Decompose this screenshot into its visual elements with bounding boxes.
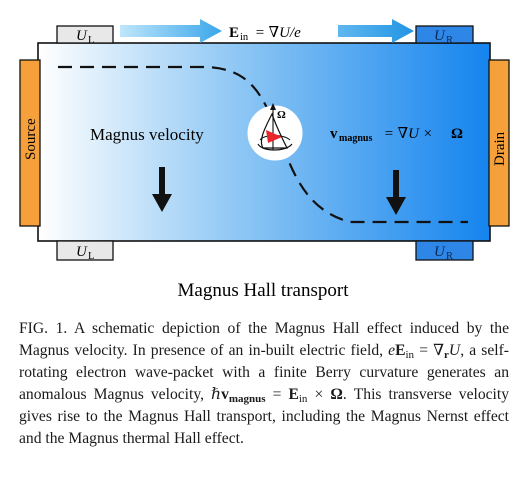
math-e: e <box>388 342 396 359</box>
contact-label: U <box>76 244 88 260</box>
caption-part-2: , a self-rotating electron wave-packet w… <box>19 342 510 403</box>
field-rhs: = ∇U/e <box>251 25 301 41</box>
contact-label: U <box>434 28 446 44</box>
field-label: E in = ∇U/e <box>229 25 301 43</box>
source-electrode: Source <box>19 59 41 227</box>
math-E2: E <box>288 386 299 403</box>
math-v-sub: magnus <box>228 393 266 405</box>
vmagnus-rhs: = ∇U × <box>380 126 437 142</box>
right-arrow-icon <box>120 19 222 43</box>
figure-caption: FIG. 1. A schematic depiction of the Mag… <box>19 318 509 450</box>
math-eq-nabla: = ∇ <box>414 342 445 359</box>
contact-top-left: U L <box>56 25 114 46</box>
field-E: E <box>229 25 239 41</box>
caption-part-1: FIG. 1. A schematic depiction of the Mag… <box>19 320 509 359</box>
drain-electrode: Drain <box>488 59 510 227</box>
math-E2-sub: in <box>298 393 308 405</box>
math-hbar: ℏ <box>211 386 222 403</box>
vmagnus-omega: Ω <box>451 126 463 142</box>
caption-math-2: ℏvmagnus = Ein × Ω <box>211 386 343 405</box>
figure-title: Magnus Hall transport <box>178 280 350 300</box>
math-r-sub: r <box>444 349 449 361</box>
math-E-sub: in <box>405 349 415 361</box>
source-label: Source <box>23 118 39 160</box>
wavepacket-omega: Ω <box>277 109 286 121</box>
contact-bottom-left: U L <box>56 240 114 262</box>
contact-bottom-right: U R <box>415 240 474 262</box>
vmagnus-v-sub: magnus <box>339 133 372 144</box>
vmagnus-label: v magnus = ∇U × Ω <box>330 126 463 144</box>
right-arrow-icon <box>338 19 414 43</box>
figure: U L U R U L U R E in = ∇U/e <box>19 19 510 301</box>
magnus-velocity-label: Magnus velocity <box>90 125 204 144</box>
math-v: v <box>221 386 229 403</box>
contact-sub: R <box>446 251 453 262</box>
field-E-sub: in <box>240 32 249 43</box>
vmagnus-v: v <box>330 126 338 142</box>
math-omega: Ω <box>330 386 343 403</box>
math-times: × <box>307 386 331 403</box>
wavepacket-icon: Ω <box>247 103 303 161</box>
contact-label: U <box>76 28 88 44</box>
drain-label: Drain <box>492 131 508 166</box>
contact-sub: R <box>446 35 453 46</box>
contact-label: U <box>434 244 446 260</box>
caption-math-1: eEin = ∇rU <box>388 342 461 361</box>
math-E: E <box>395 342 406 359</box>
down-arrow-icon <box>152 167 172 212</box>
contact-sub: L <box>88 35 94 46</box>
down-arrow-icon <box>386 170 406 215</box>
caption-part-3: . This transverse velocity gives rise to… <box>19 386 510 447</box>
math-eq: = <box>265 386 289 403</box>
contact-sub: L <box>88 251 94 262</box>
math-U: U <box>448 342 461 359</box>
schematic-diagram: U L U R U L U R E in = ∇U/e <box>19 19 510 301</box>
contact-top-right: U R <box>415 25 474 46</box>
